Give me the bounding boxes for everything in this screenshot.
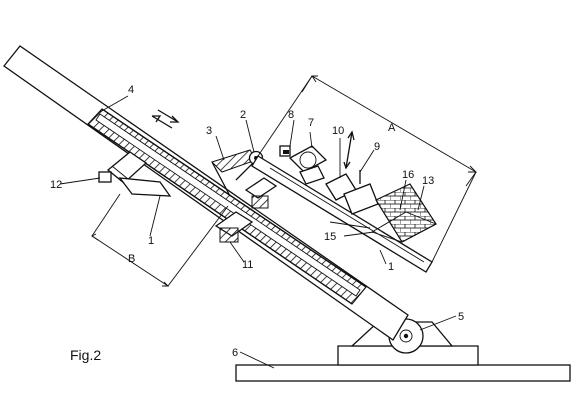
feed-element — [329, 221, 371, 229]
label-3: 3 — [206, 125, 212, 137]
label-1-right: 1 — [388, 261, 394, 273]
label-b: B — [128, 253, 135, 265]
label-9: 9 — [374, 141, 380, 153]
reference-labels: 4 3 2 8 7 10 9 A 16 13 12 1 15 11 1 B 5 … — [50, 84, 464, 359]
leader-lines — [59, 95, 457, 369]
label-8: 8 — [288, 109, 294, 121]
label-2: 2 — [240, 109, 246, 121]
label-13: 13 — [422, 175, 434, 187]
dimension-b — [91, 193, 229, 287]
brick-stack — [370, 183, 438, 243]
label-11: 11 — [242, 259, 253, 271]
vertical-motion-arrow — [343, 130, 355, 170]
label-10: 10 — [332, 125, 344, 137]
label-16: 16 — [402, 169, 414, 181]
label-6: 6 — [232, 347, 238, 359]
clamp-unit — [214, 177, 278, 243]
label-a: A — [388, 122, 396, 134]
figure-caption: Fig.2 — [70, 347, 101, 363]
motor-unit — [279, 145, 328, 185]
label-4: 4 — [128, 84, 134, 96]
label-1-left: 1 — [148, 235, 154, 247]
label-15: 15 — [324, 231, 336, 243]
motion-arrows — [151, 109, 180, 129]
actuator-blocks — [325, 170, 379, 215]
tilting-platform — [251, 155, 433, 273]
dimension-a — [257, 75, 478, 263]
label-5: 5 — [458, 311, 464, 323]
lower-bracket — [98, 151, 172, 197]
label-7: 7 — [308, 117, 314, 129]
label-12: 12 — [50, 179, 62, 191]
main-boom — [3, 45, 409, 341]
